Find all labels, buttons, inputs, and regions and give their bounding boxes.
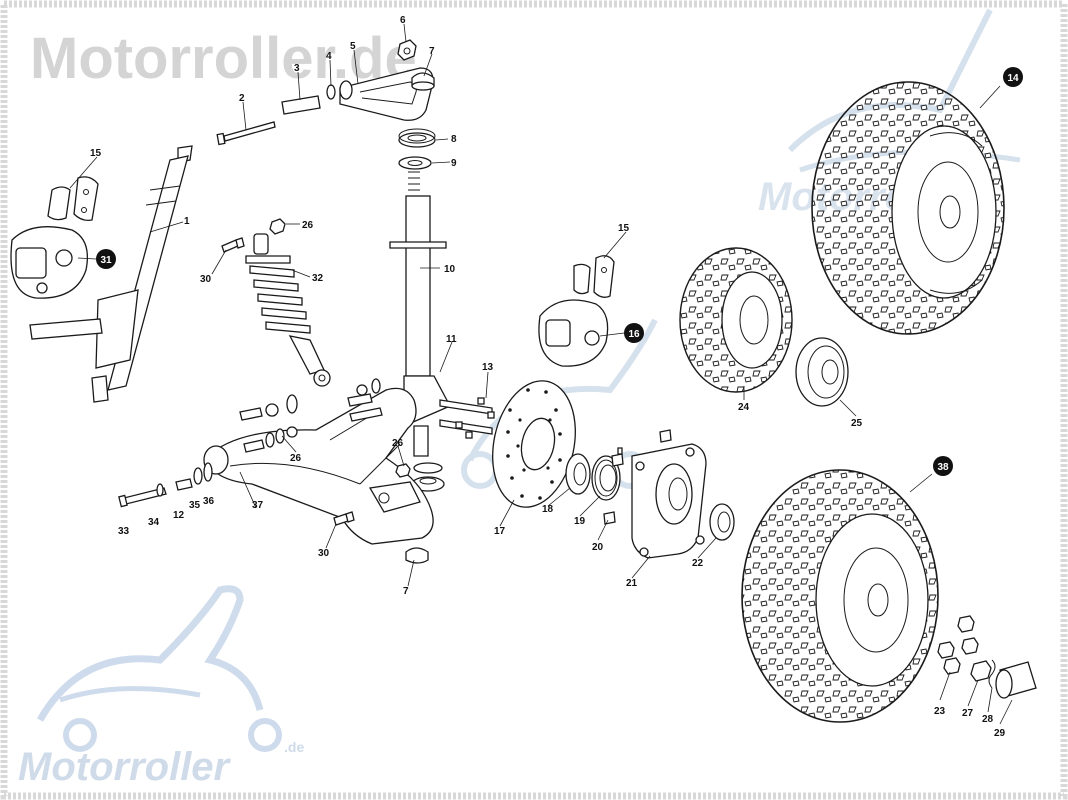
callout-5: 5: [350, 41, 356, 52]
callout-7-top: 7: [429, 46, 435, 57]
brake-caliper-center: [538, 299, 609, 367]
axle-nut-27: [970, 660, 992, 682]
callout-35: 35: [189, 500, 201, 511]
rim-25-part: [795, 337, 849, 407]
callout-19: 19: [574, 516, 586, 527]
badge-16: 16: [624, 323, 644, 343]
callout-26-lower: 26: [392, 438, 404, 449]
bolt-2-part: [216, 121, 276, 146]
callout-34: 34: [148, 517, 160, 528]
washer-4-part: [326, 84, 336, 100]
callout-36: 36: [203, 496, 215, 507]
callout-4: 4: [326, 51, 332, 62]
callout-2: 2: [239, 93, 245, 104]
callout-18: 18: [542, 504, 554, 515]
callout-7-bottom: 7: [403, 586, 409, 597]
bearing-8-part: [398, 128, 436, 148]
callout-6: 6: [400, 15, 406, 26]
scooter-watermark-logo-bottom: [36, 585, 282, 752]
bearing-18-part: [565, 453, 591, 495]
badge-31-label: 31: [100, 255, 112, 266]
bolt-30-bottom: [333, 511, 355, 526]
shock-absorber-32-part: [245, 233, 331, 387]
nut-6-part: [397, 39, 417, 61]
hub-cap-29: [995, 661, 1037, 699]
callout-9: 9: [451, 158, 457, 169]
callout-22: 22: [692, 558, 704, 569]
hub-bolts-20: [603, 429, 672, 525]
callout-11: 11: [446, 334, 457, 345]
brake-pads-left: [47, 176, 99, 222]
assembly-badges: 14 16 31 38: [96, 67, 1023, 476]
seal-9-part: [398, 156, 432, 170]
callout-27: 27: [962, 708, 974, 719]
callout-23: 23: [934, 706, 946, 717]
lug-nuts-23: [937, 615, 979, 675]
callout-17: 17: [494, 526, 506, 537]
steering-knuckle-part: [29, 145, 193, 403]
badge-38-label: 38: [937, 462, 949, 473]
badge-31: 31: [96, 249, 116, 269]
lower-bolt-stack-33-36: [118, 462, 213, 508]
bolt-30-top: [221, 237, 245, 253]
tire-24-part: [679, 247, 793, 393]
watermark-bottom-suffix: .de: [284, 739, 304, 755]
leader-lines: [69, 23, 1013, 725]
callout-32: 32: [312, 273, 324, 284]
cotter-pin-28: [988, 659, 996, 689]
callout-25: 25: [851, 418, 863, 429]
nut-26-top: [269, 218, 286, 235]
callout-26-arm: 26: [290, 453, 302, 464]
callout-labels: 1 2 3 4 5 6 7 7 8 9 10 11 12 13 15 15 17…: [90, 15, 1006, 739]
callout-12: 12: [173, 510, 185, 521]
cap-nut-7-bottom: [405, 547, 429, 564]
callout-1: 1: [184, 216, 190, 227]
callout-30-bottom: 30: [318, 548, 330, 559]
callout-3: 3: [294, 63, 300, 74]
a-arm-bushings-26: [239, 378, 383, 453]
sleeve-3-part: [281, 95, 321, 115]
brake-disc-17-part: [492, 380, 576, 508]
a-arm-37-part: [203, 387, 434, 545]
callout-20: 20: [592, 542, 604, 553]
spring-coils: [245, 255, 311, 334]
watermark-bottom: Motorroller: [18, 745, 232, 789]
badge-16-label: 16: [628, 329, 640, 340]
callout-13: 13: [482, 362, 494, 373]
callout-29: 29: [994, 728, 1006, 739]
callout-15-left: 15: [90, 148, 102, 159]
badge-38: 38: [933, 456, 953, 476]
callout-24: 24: [738, 402, 750, 413]
spindle-bolts-13: [439, 397, 495, 439]
callout-30-top: 30: [200, 274, 212, 285]
callout-28: 28: [982, 714, 994, 725]
tire-assembly-14-part: [811, 81, 1005, 335]
cap-nut-7-top: [411, 72, 435, 91]
badge-14-label: 14: [1007, 73, 1019, 84]
callout-33: 33: [118, 526, 130, 537]
watermark-top: Motorroller.de: [30, 26, 417, 91]
callout-21: 21: [626, 578, 638, 589]
brake-caliper-left: [10, 226, 89, 299]
callout-10: 10: [444, 264, 456, 275]
wheel-hub-21-part: [631, 443, 707, 559]
bearing-19-part: [591, 455, 621, 501]
brake-pads-center: [573, 255, 615, 298]
callout-37: 37: [252, 500, 264, 511]
badge-14: 14: [1003, 67, 1023, 87]
tire-assembly-38-part: [741, 469, 939, 723]
callout-26-top: 26: [302, 220, 314, 231]
callout-8: 8: [451, 134, 457, 145]
bearing-22-part: [709, 503, 735, 541]
nut-26-lower: [395, 463, 411, 478]
callout-15-center: 15: [618, 223, 630, 234]
